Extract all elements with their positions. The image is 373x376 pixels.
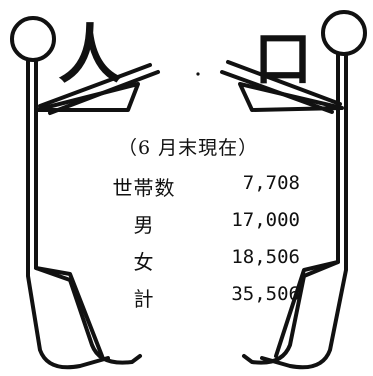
stick-figure-left-icon <box>10 16 160 370</box>
stat-value: 7,708 <box>242 172 300 194</box>
stick-figure-right-icon <box>220 10 367 370</box>
stat-row-total: 計 35,506 <box>108 283 301 320</box>
stat-value: 18,506 <box>231 246 300 268</box>
stat-row-female: 女 18,506 <box>108 246 301 283</box>
stats-table: 世帯数 7,708 男 17,000 女 18,506 計 35,506 <box>108 172 301 320</box>
stat-label: 計 <box>133 287 155 311</box>
decorative-dot <box>196 72 200 76</box>
stat-row-male: 男 17,000 <box>108 209 301 246</box>
stat-value: 35,506 <box>231 283 300 305</box>
date-note: （6 月末現在） <box>118 137 259 159</box>
stat-value: 17,000 <box>231 209 300 231</box>
title-char-left: 人 <box>58 18 122 93</box>
stat-label: 女 <box>133 250 155 274</box>
stat-label: 世帯数 <box>112 176 176 200</box>
stat-label: 男 <box>133 213 155 237</box>
stat-row-households: 世帯数 7,708 <box>108 172 301 209</box>
title-char-right: 口 <box>254 25 313 93</box>
